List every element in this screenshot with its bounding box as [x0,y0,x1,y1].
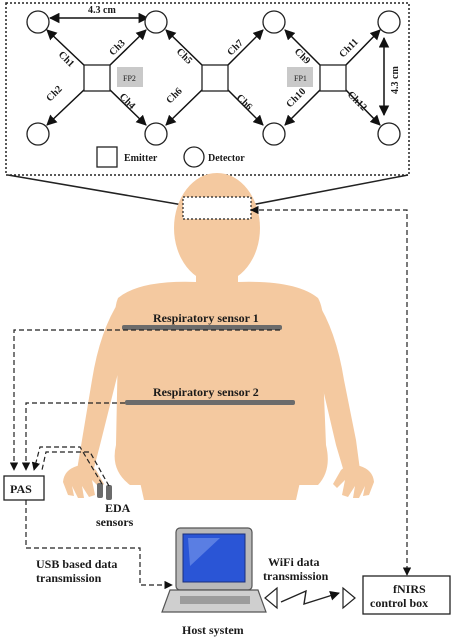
fnirs-box-label-line1: fNIRS [393,582,426,596]
fnirs-control-box [362,575,451,615]
detector-circle [377,122,401,146]
zoom-line-left [7,174,184,206]
emitters [83,64,347,92]
respiratory-sensor-1-label: Respiratory sensor 1 [153,311,259,325]
wifi-label-line1: WiFi data [268,555,319,569]
respiratory-belt-1 [122,325,282,330]
pas-label: PAS [10,482,32,496]
detector-circle [262,10,286,34]
eda-label-line2: sensors [96,515,134,529]
cable-fnirs [250,205,412,576]
usb-label-line1: USB based data [36,557,117,571]
legend-detector-icon [183,146,205,168]
eda-label-line1: EDA [105,501,131,515]
eda-electrode [97,483,103,498]
emitter-square [319,64,347,92]
legend-detector-label: Detector [208,153,245,164]
antenna-left-icon [264,586,278,610]
human-body-silhouette [63,173,374,500]
pas-box [3,475,45,501]
legend-emitter-label: Emitter [124,153,158,164]
fnirs-box-label-line2: control box [370,596,428,610]
host-laptop-icon [161,527,267,613]
fp2-label: FP2 [123,74,136,83]
fnirs-headband-patch [182,196,252,220]
cable-eda-2 [41,451,110,487]
channel-arrows [46,29,381,126]
detector-circle [262,122,286,146]
cable-respiratory-1 [9,329,280,471]
wireless-lightning-icon [280,589,340,606]
detector-circle [26,122,50,146]
signal-cables [9,205,412,590]
zoom-line-right [250,174,409,206]
respiratory-belt-2 [125,400,295,405]
distance-label-vertical: 4.3 cm [390,66,401,94]
legend-emitter-icon [96,146,118,168]
detector-circle [26,10,50,34]
emitter-square [201,64,229,92]
detectors [26,10,401,146]
usb-label-line2: transmission [36,571,102,585]
antenna-right-icon [342,586,356,610]
fp1-marker [287,67,313,87]
wifi-label-line2: transmission [263,569,329,583]
detector-circle [377,10,401,34]
host-system-label: Host system [182,623,244,637]
emitter-square [83,64,111,92]
detector-circle [144,10,168,34]
eda-electrode [106,485,112,500]
cable-respiratory-2 [21,402,125,471]
respiratory-sensor-2-label: Respiratory sensor 2 [153,385,259,399]
detector-circle [144,122,168,146]
cable-usb [25,492,173,590]
distance-label-horizontal: 4.3 cm [88,5,116,16]
fp2-marker [117,67,143,87]
fp1-label: FP1 [294,74,307,83]
